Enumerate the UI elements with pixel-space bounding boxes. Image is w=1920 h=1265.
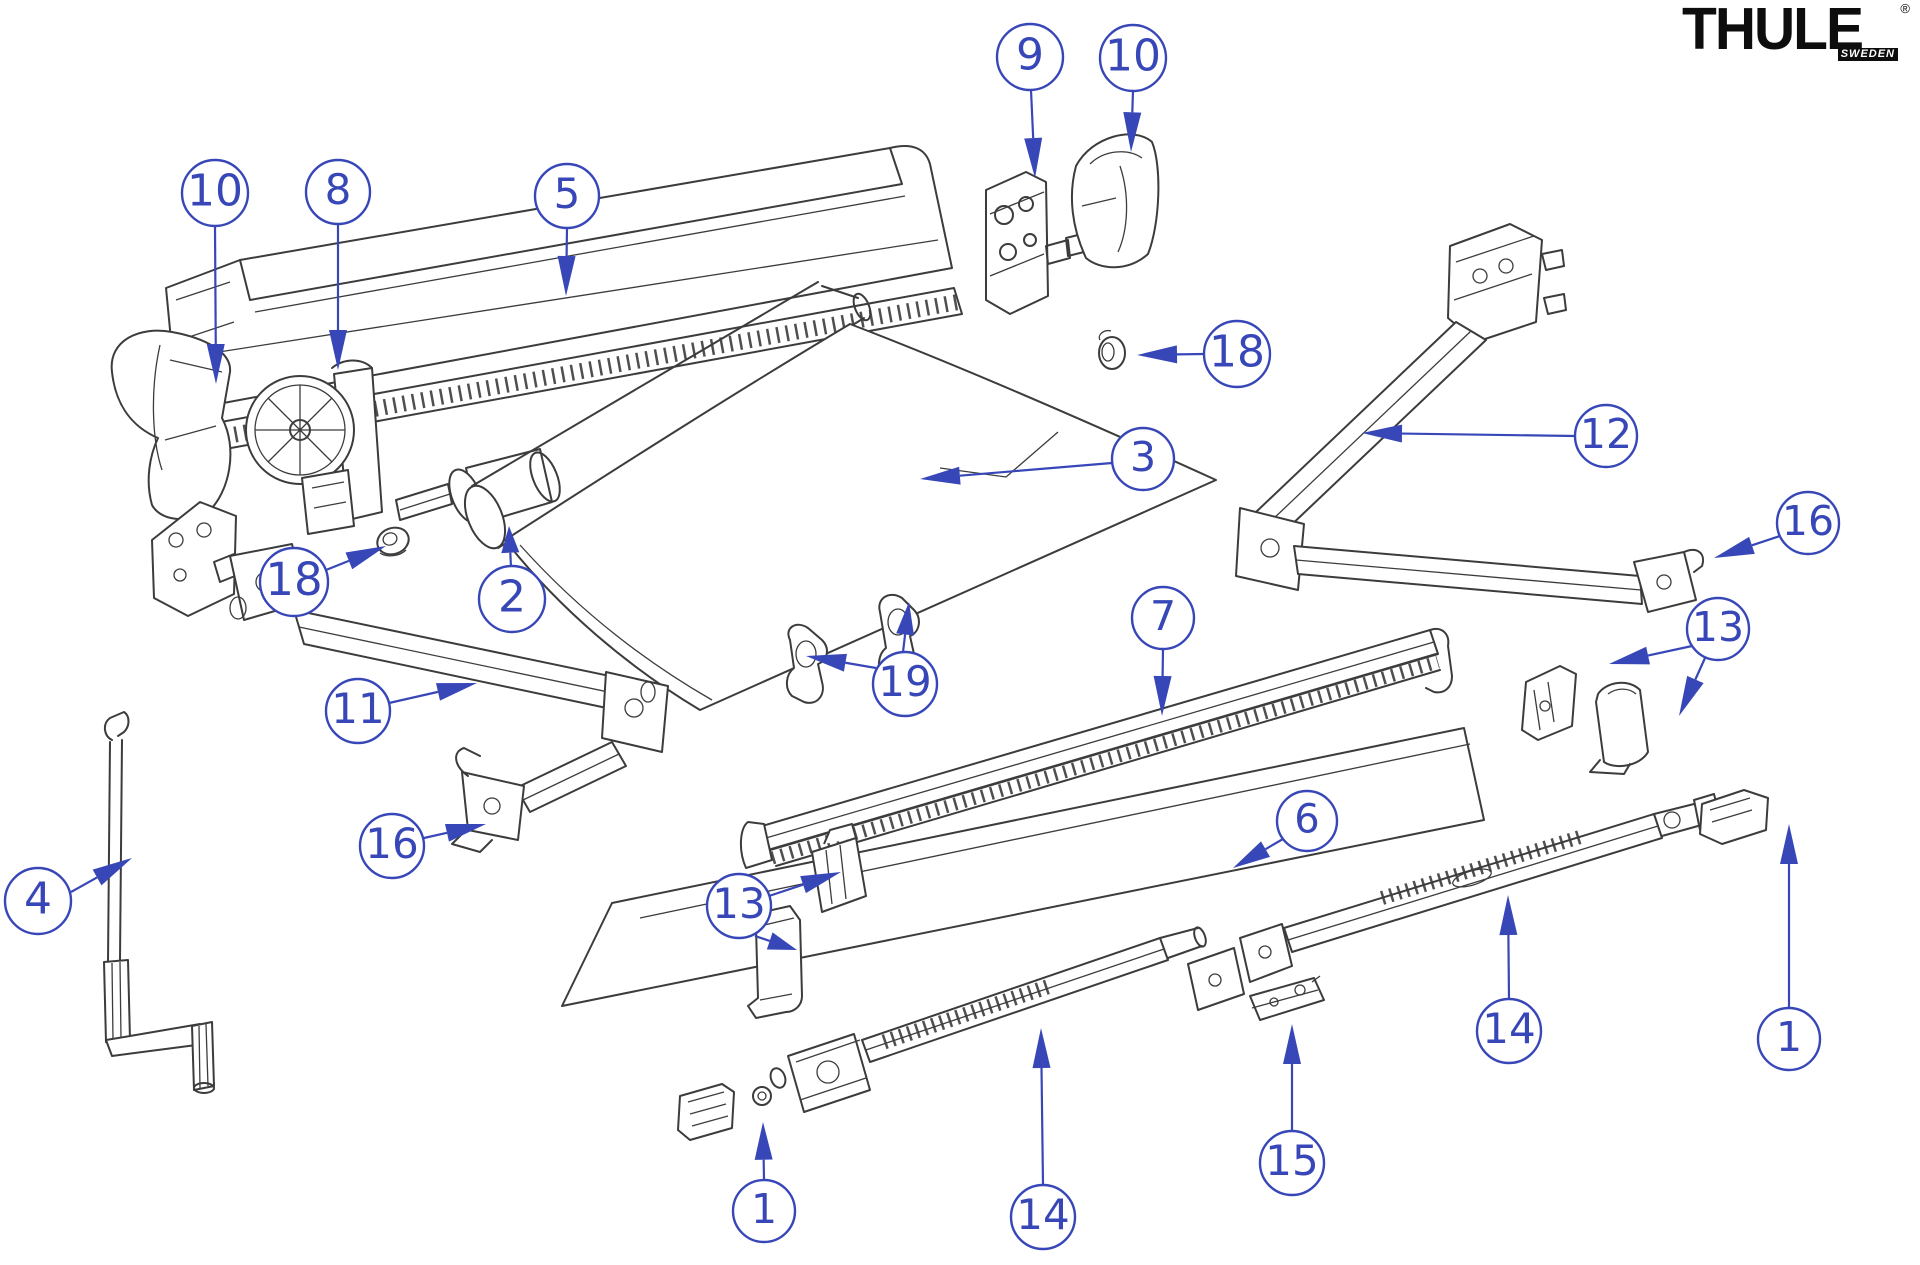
callout-14-left: 14 [1009, 1028, 1077, 1251]
part-end-cap-right [1070, 133, 1160, 269]
callout-number-8: 8 [325, 165, 352, 214]
registered-mark-icon: ® [1900, 1, 1910, 16]
part-gear-winch [245, 359, 383, 535]
callout-number-10-top: 10 [1105, 31, 1161, 82]
callout-7: 7 [1130, 585, 1196, 716]
part-support-foot [1249, 975, 1325, 1021]
callout-number-1-left: 1 [751, 1185, 777, 1233]
thule-logo: THULE ® SWEDEN [1682, 0, 1910, 63]
part-roller-fabric [463, 281, 1217, 711]
callout-number-16-right: 16 [1782, 497, 1834, 545]
callout-number-14-left: 14 [1016, 1190, 1069, 1239]
callout-14-right: 14 [1475, 895, 1543, 1065]
callout-4: 4 [3, 858, 132, 936]
callout-number-19: 19 [878, 657, 931, 706]
part-grommet [1098, 329, 1126, 370]
part-wall-clamp-right [1699, 789, 1769, 845]
callout-12: 12 [1362, 403, 1639, 469]
callout-layer: 9 10 10 8 5 18 2 18 3 19 7 6 13 11 16 4 12 16 13 1 14 15 14 1 [3, 22, 1841, 1251]
part-spring-arm-left [151, 501, 669, 853]
callout-19: 19 [806, 602, 939, 718]
part-tension-rafter-left [752, 926, 1207, 1113]
logo-sweden-tag: SWEDEN [1837, 48, 1898, 61]
callout-number-2: 2 [498, 572, 526, 623]
part-drive-bracket [985, 171, 1085, 315]
part-lead-rail [740, 628, 1453, 869]
callout-6: 6 [1233, 789, 1339, 868]
callout-number-5: 5 [554, 169, 581, 218]
callout-number-10-left: 10 [187, 166, 243, 217]
logo-wordmark: THULE [1682, 0, 1864, 63]
callout-number-1-right: 1 [1776, 1013, 1802, 1061]
callout-number-16-left: 16 [365, 819, 418, 868]
callout-number-4: 4 [24, 874, 52, 925]
callout-number-13-right: 13 [1692, 603, 1744, 651]
callout-number-15: 15 [1265, 1136, 1318, 1185]
part-bracket-set-right [1521, 665, 1649, 775]
callout-number-6: 6 [1294, 796, 1319, 842]
callout-13-right: 13 [1609, 596, 1751, 716]
callout-number-7: 7 [1150, 592, 1176, 640]
part-wall-clamp-left [677, 1083, 735, 1141]
callout-11: 11 [324, 677, 477, 745]
part-axle-cap [376, 526, 410, 557]
part-tension-rafter-right [1187, 793, 1719, 1011]
callout-13-left: 13 [705, 872, 841, 950]
part-spring-arm-right [1235, 223, 1704, 613]
callout-9: 9 [995, 22, 1065, 178]
callout-16-left: 16 [358, 812, 486, 880]
exploded-parts-drawing [103, 133, 1769, 1141]
callout-16-right: 16 [1714, 490, 1841, 558]
callout-number-12: 12 [1580, 410, 1632, 458]
callout-1-right: 1 [1756, 824, 1822, 1072]
callout-10-left: 10 [180, 158, 250, 384]
callout-18-right: 18 [1137, 319, 1272, 389]
callout-number-18-left: 18 [265, 553, 322, 606]
callout-number-14-right: 14 [1482, 1004, 1535, 1053]
callout-number-3: 3 [1130, 433, 1156, 481]
callout-number-18-right: 18 [1209, 327, 1265, 378]
callout-10-top: 10 [1098, 23, 1168, 152]
callout-5: 5 [533, 162, 601, 296]
callout-1-left: 1 [731, 1122, 797, 1244]
callout-15: 15 [1258, 1024, 1326, 1197]
callout-number-11: 11 [331, 684, 384, 733]
callout-18-left: 18 [258, 546, 386, 618]
callout-8: 8 [304, 158, 372, 370]
callout-2: 2 [477, 526, 547, 634]
part-crank-handle [103, 711, 215, 1094]
callout-number-13-left: 13 [712, 879, 765, 928]
callout-number-9: 9 [1016, 30, 1044, 81]
callout-3: 3 [920, 426, 1176, 492]
